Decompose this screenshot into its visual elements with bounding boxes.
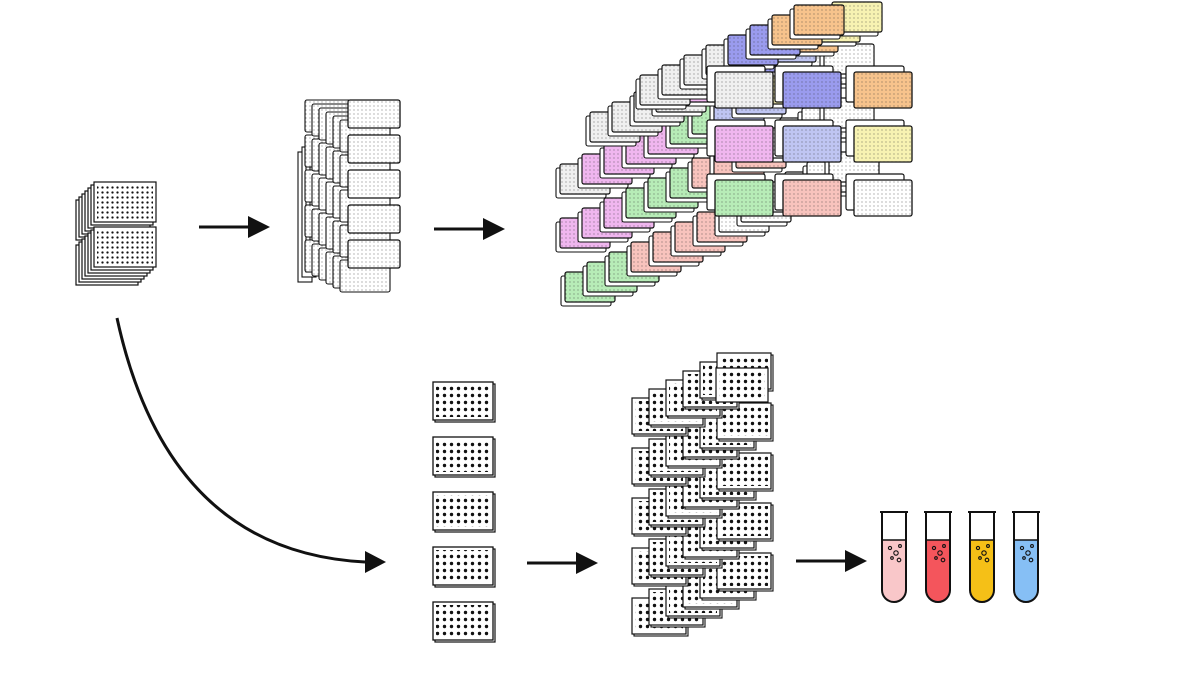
colored-block-front — [845, 173, 913, 217]
stacked-plate-top — [715, 367, 769, 403]
curved-arrow-stack-to-plates — [115, 317, 386, 573]
test-tube — [924, 511, 952, 603]
colored-block-front — [774, 119, 842, 163]
colored-block-front — [845, 65, 913, 109]
colored-block-front — [706, 65, 774, 109]
colored-block-front — [774, 65, 842, 109]
rack-top-block — [347, 99, 401, 129]
rack-top-block — [347, 239, 401, 269]
single-plate — [432, 381, 496, 423]
test-tube — [1012, 511, 1040, 603]
arrow-stack-to-rack — [199, 216, 270, 238]
colored-block-array — [555, 1, 913, 307]
colored-block-front — [845, 119, 913, 163]
arrow-rack-to-blocks — [434, 218, 505, 240]
single-plate — [432, 491, 496, 533]
plate-column — [432, 381, 496, 643]
colored-block — [789, 4, 845, 40]
source-plate-stack — [75, 181, 157, 286]
source-plate — [93, 226, 157, 268]
stacked-plate — [716, 402, 774, 442]
rack-top-block — [347, 204, 401, 234]
colored-block-front — [706, 173, 774, 217]
stacked-plate — [716, 452, 774, 492]
test-tube — [880, 511, 908, 603]
colored-block-front — [774, 173, 842, 217]
colored-block-front — [706, 119, 774, 163]
arrow-plates-to-stacks — [527, 552, 598, 574]
single-plate — [432, 436, 496, 478]
single-plate — [432, 546, 496, 588]
deep-well-rack — [297, 99, 401, 293]
plate-stacks — [631, 352, 774, 637]
source-plate — [93, 181, 157, 223]
arrow-stacks-to-tubes — [796, 550, 867, 572]
rack-top-block — [347, 169, 401, 199]
single-plate — [432, 601, 496, 643]
test-tube — [968, 511, 996, 603]
test-tubes — [880, 511, 1040, 603]
rack-top-block — [347, 134, 401, 164]
